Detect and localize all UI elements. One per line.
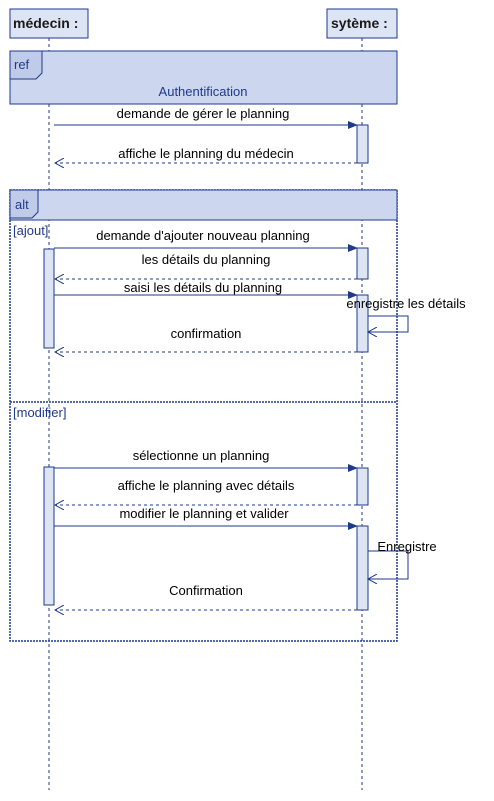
activation-systeme-1 [356, 124, 369, 164]
message-label-2: affiche le planning du médecin [118, 146, 293, 161]
activation-medecin-modifier [43, 466, 55, 606]
message-label-3: demande d'ajouter nouveau planning [96, 228, 310, 243]
message-label-11: Enregistre [377, 539, 436, 554]
alt-fragment-tag: alt [15, 197, 29, 212]
ref-fragment-tag: ref [14, 57, 30, 72]
activation-medecin-ajout [43, 248, 55, 349]
alt-guard-modifier: [modifier] [13, 405, 66, 420]
ref-fragment: ref Authentification [9, 50, 398, 105]
activation-systeme-modifier-1 [356, 467, 369, 506]
ref-fragment-label: Authentification [159, 84, 248, 99]
alt-guard-ajout: [ajout] [13, 223, 48, 238]
message-label-8: sélectionne un planning [133, 448, 270, 463]
message-label-4: les détails du planning [142, 252, 271, 267]
lifeline-medecin: médecin : [9, 8, 89, 39]
message-label-5: saisi les détails du planning [124, 280, 282, 295]
message-label-6: enregistre les détails [346, 296, 466, 311]
message-label-10: modifier le planning et valider [119, 506, 289, 521]
message-label-1: demande de gérer le planning [117, 106, 290, 121]
activation-systeme-modifier-2 [356, 525, 369, 611]
message-arrow-11 [368, 550, 409, 579]
message-arrow-6 [368, 315, 409, 332]
message-label-12: Confirmation [169, 583, 243, 598]
activation-systeme-ajout-2 [356, 294, 369, 353]
alt-fragment: alt [ajout] [modifier] [9, 189, 398, 642]
lifeline-medecin-label: médecin : [13, 15, 78, 31]
message-label-7: confirmation [171, 326, 242, 341]
lifeline-systeme: sytème : [326, 8, 398, 39]
activation-systeme-ajout-1 [356, 247, 369, 280]
lifeline-systeme-label: sytème : [331, 15, 388, 31]
message-label-9: affiche le planning avec détails [118, 478, 295, 493]
